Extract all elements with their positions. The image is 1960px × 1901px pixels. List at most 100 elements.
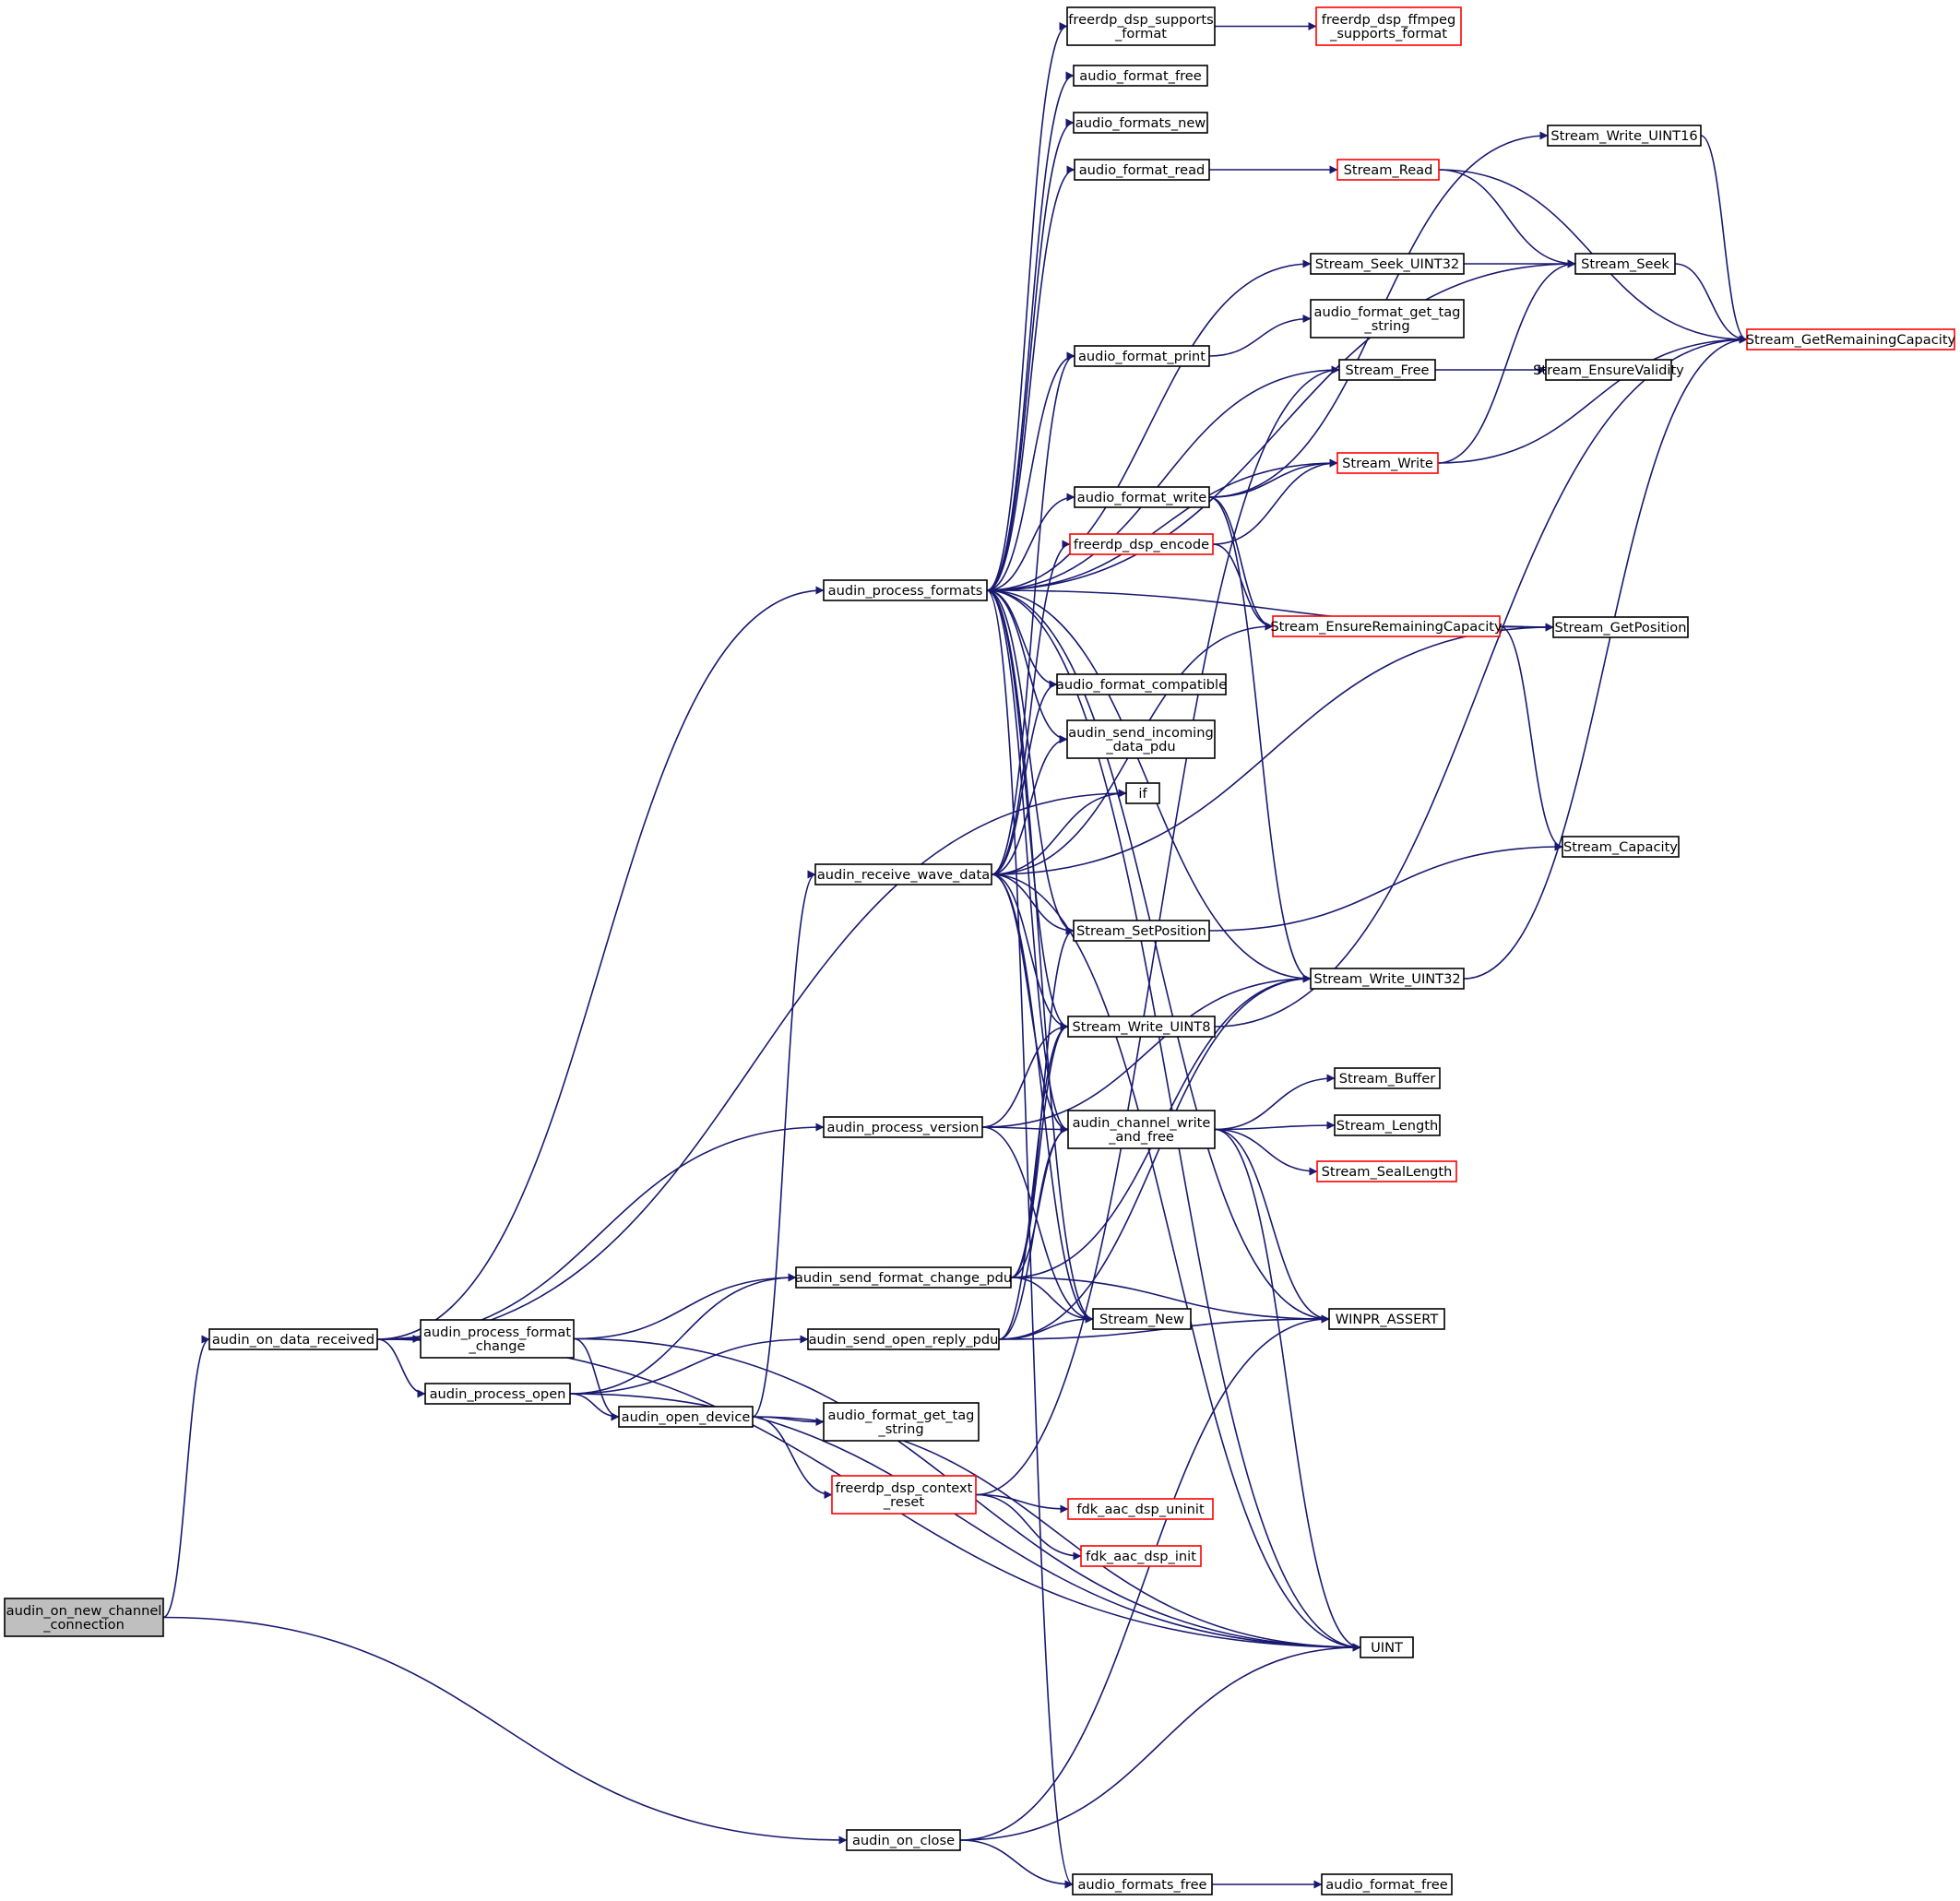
node-label: Stream_Write_UINT8 <box>1072 1019 1210 1035</box>
function-node-audio-format-read[interactable]: audio_format_read <box>1074 159 1210 181</box>
function-node-audin-channel-write-and-free[interactable]: audin_channel_write_and_free <box>1067 1110 1216 1149</box>
function-node-uint[interactable]: UINT <box>1360 1636 1414 1658</box>
call-edge <box>1437 335 1748 464</box>
function-node-stream-setposition[interactable]: Stream_SetPosition <box>1073 920 1210 942</box>
function-node-audin-send-incoming-data-pdu[interactable]: audin_send_incoming_data_pdu <box>1066 719 1216 759</box>
function-node-stream-new[interactable]: Stream_New <box>1092 1308 1192 1330</box>
node-label: fdk_aac_dsp_uninit <box>1076 1502 1205 1517</box>
call-edge <box>986 118 1075 591</box>
call-edge <box>1208 458 1338 498</box>
call-edge <box>991 789 1127 875</box>
function-node-stream-seek-uint32[interactable]: Stream_Seek_UINT32 <box>1310 253 1465 275</box>
function-node-stream-write-uint32[interactable]: Stream_Write_UINT32 <box>1310 968 1465 990</box>
node-label: Stream_SetPosition <box>1076 923 1206 939</box>
function-node-fdk-aac-dsp-init[interactable]: fdk_aac_dsp_init <box>1080 1545 1202 1567</box>
call-edge <box>986 589 1094 1324</box>
call-edge <box>986 259 1576 591</box>
call-edge <box>986 71 1075 591</box>
function-node-if[interactable]: if <box>1125 782 1160 804</box>
function-node-audin-process-format-change[interactable]: audin_process_format_change <box>420 1319 575 1359</box>
function-node-stream-write[interactable]: Stream_Write <box>1336 452 1439 474</box>
function-node-freerdp-dsp-ffmpeg-supports-format[interactable]: freerdp_dsp_ffmpeg_supports_format <box>1315 6 1462 46</box>
node-label: freerdp_dsp_ffmpeg <box>1322 12 1456 28</box>
function-node-freerdp-dsp-context-reset[interactable]: freerdp_dsp_context_reset <box>831 1475 977 1515</box>
node-label: audin_on_data_received <box>212 1332 374 1348</box>
function-node-audin-open-device[interactable]: audin_open_device <box>618 1406 754 1428</box>
function-node-fdk-aac-dsp-uninit[interactable]: fdk_aac_dsp_uninit <box>1067 1498 1214 1520</box>
function-node-audin-on-close[interactable]: audin_on_close <box>846 1829 961 1851</box>
call-edge <box>991 540 1071 875</box>
function-node-audio-format-write[interactable]: audio_format_write <box>1074 486 1210 508</box>
node-label: freerdp_dsp_encode <box>1074 537 1209 552</box>
node-label: Stream_GetPosition <box>1555 620 1687 636</box>
node-label: _string <box>1363 318 1409 334</box>
node-label: Stream_Read <box>1344 162 1433 178</box>
function-node-stream-ensureremainingcapacity[interactable]: Stream_EnsureRemainingCapacity <box>1270 615 1503 637</box>
function-nodes: audin_on_new_channel_connectionaudin_on_… <box>4 6 1956 1895</box>
call-edge <box>1214 1128 1330 1324</box>
function-node-audio-format-compatible[interactable]: audio_format_compatible <box>1056 673 1227 695</box>
function-node-audin-send-format-change-pdu[interactable]: audin_send_format_change_pdu <box>795 1266 1012 1289</box>
function-node-stream-capacity[interactable]: Stream_Capacity <box>1562 836 1680 858</box>
node-label: audin_on_close <box>852 1833 955 1848</box>
function-node-freerdp-dsp-supports-format[interactable]: freerdp_dsp_supports_format <box>1066 6 1216 46</box>
call-edge <box>376 789 1127 1340</box>
call-edge <box>991 680 1058 875</box>
call-edge <box>573 1337 620 1421</box>
node-label: audin_process_version <box>827 1120 980 1135</box>
function-node-audio-formats-new[interactable]: audio_formats_new <box>1073 112 1208 134</box>
function-node-stream-buffer[interactable]: Stream_Buffer <box>1334 1067 1441 1089</box>
function-node-stream-seallength[interactable]: Stream_SealLength <box>1316 1160 1457 1182</box>
function-node-audio-formats-free[interactable]: audio_formats_free <box>1072 1873 1213 1895</box>
function-node-audio-format-get-tag-string[interactable]: audio_format_get_tag_string <box>823 1402 980 1442</box>
node-label: audin_receive_wave_data <box>817 867 990 883</box>
function-node-audin-on-data-received[interactable]: audin_on_data_received <box>208 1328 378 1350</box>
call-edge <box>1214 1128 1361 1652</box>
call-edge <box>752 1416 1361 1652</box>
call-edge <box>1214 1074 1336 1131</box>
function-node-audin-receive-wave-data[interactable]: audin_receive_wave_data <box>814 863 992 885</box>
function-node-audio-format-get-tag-string[interactable]: audio_format_get_tag_string <box>1310 299 1465 339</box>
call-edge <box>986 351 1075 591</box>
node-label: freerdp_dsp_context <box>836 1480 973 1496</box>
function-node-stream-getremainingcapacity[interactable]: Stream_GetRemainingCapacity <box>1746 328 1956 350</box>
function-node-stream-read[interactable]: Stream_Read <box>1336 159 1440 181</box>
function-node-stream-free[interactable]: Stream_Free <box>1338 359 1436 381</box>
node-label: audio_format_free <box>1079 68 1202 84</box>
function-node-audin-send-open-reply-pdu[interactable]: audin_send_open_reply_pdu <box>807 1328 1000 1350</box>
call-edge <box>998 1125 1069 1340</box>
node-label: _string <box>877 1421 923 1437</box>
function-node-audio-format-print[interactable]: audio_format_print <box>1074 345 1210 367</box>
function-node-stream-length[interactable]: Stream_Length <box>1334 1114 1441 1136</box>
node-label: audin_on_new_channel <box>6 1603 162 1619</box>
function-node-stream-ensurevalidity[interactable]: Stream_EnsureValidity <box>1533 359 1684 381</box>
function-node-audin-process-version[interactable]: audin_process_version <box>823 1116 983 1138</box>
function-node-freerdp-dsp-encode[interactable]: freerdp_dsp_encode <box>1069 533 1214 555</box>
function-node-stream-write-uint16[interactable]: Stream_Write_UINT16 <box>1547 125 1702 147</box>
call-edge <box>991 351 1075 875</box>
node-label: Stream_Capacity <box>1563 839 1678 855</box>
function-node-stream-getposition[interactable]: Stream_GetPosition <box>1552 616 1689 638</box>
call-edge <box>1010 1277 1094 1324</box>
function-node-stream-write-uint8[interactable]: Stream_Write_UINT8 <box>1067 1016 1216 1038</box>
function-node-audin-on-new-channel-connection[interactable]: audin_on_new_channel_connection <box>4 1598 164 1637</box>
function-node-audio-format-free[interactable]: audio_format_free <box>1073 65 1208 87</box>
function-node-audio-format-free[interactable]: audio_format_free <box>1321 1873 1453 1895</box>
node-label: Stream_GetRemainingCapacity <box>1746 332 1956 348</box>
node-label: audin_process_open <box>430 1386 566 1402</box>
function-node-audin-process-formats[interactable]: audin_process_formats <box>823 579 988 601</box>
node-label: audio_format_write <box>1077 490 1206 505</box>
function-node-stream-seek[interactable]: Stream_Seek <box>1574 253 1676 275</box>
node-label: audio_format_free <box>1325 1877 1448 1893</box>
node-label: UINT <box>1371 1640 1403 1656</box>
call-edge <box>959 1314 1330 1841</box>
function-node-audin-process-open[interactable]: audin_process_open <box>424 1383 571 1405</box>
call-edge <box>991 735 1068 875</box>
call-edge <box>986 493 1075 591</box>
function-node-winpr-assert[interactable]: WINPR_ASSERT <box>1328 1308 1445 1330</box>
node-label: _data_pdu <box>1105 739 1175 754</box>
node-label: audin_channel_write <box>1073 1115 1211 1131</box>
node-label: audin_process_formats <box>828 583 983 599</box>
call-edge <box>573 1273 797 1340</box>
